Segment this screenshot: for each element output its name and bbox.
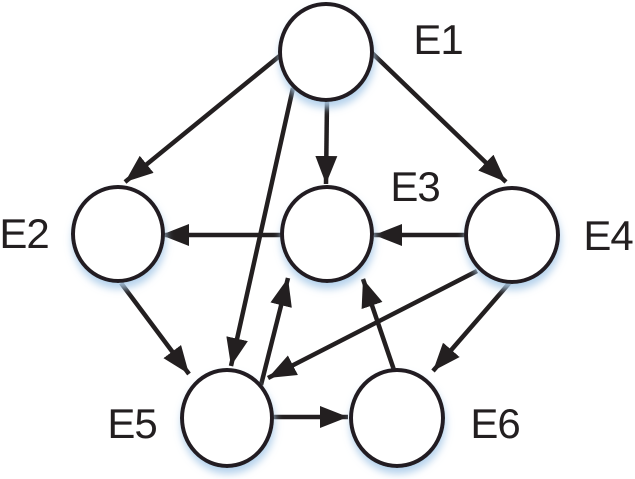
node-e1-circle bbox=[278, 2, 374, 102]
node-e2-label: E2 bbox=[0, 210, 49, 257]
edge-e1-to-e2 bbox=[123, 52, 284, 184]
edge-e1-to-e5 bbox=[226, 87, 296, 367]
node-e4-circle bbox=[464, 186, 560, 284]
node-e6-circle bbox=[349, 368, 445, 468]
node-e1-label: E1 bbox=[413, 16, 462, 63]
edge-e5-to-e3 bbox=[258, 277, 292, 386]
node-e5-circle bbox=[180, 368, 274, 468]
edge-layer bbox=[119, 50, 514, 428]
node-e2-circle bbox=[71, 185, 165, 283]
edge-e4-to-e6 bbox=[431, 278, 514, 373]
node-e4-label: E4 bbox=[583, 212, 633, 259]
node-layer bbox=[71, 2, 560, 468]
node-e5-label: E5 bbox=[107, 400, 156, 447]
edge-e2-to-e5 bbox=[119, 281, 191, 376]
node-e6-label: E6 bbox=[470, 400, 519, 447]
node-e3-label: E3 bbox=[390, 163, 439, 210]
edge-e1-to-e3 bbox=[315, 99, 338, 185]
node-e3-circle bbox=[280, 185, 374, 283]
edge-e4-to-e5 bbox=[266, 268, 479, 381]
edge-e1-to-e4 bbox=[369, 50, 508, 184]
edge-e6-to-e3 bbox=[360, 278, 397, 371]
